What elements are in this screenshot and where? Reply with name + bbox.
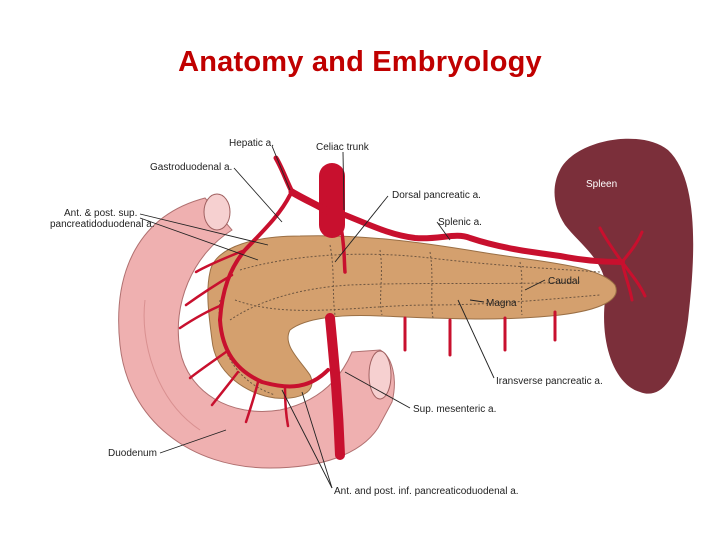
- label-dorsal-pancreatic: Dorsal pancreatic a.: [392, 190, 481, 201]
- label-sup-mesenteric: Sup. mesenteric a.: [413, 404, 496, 415]
- label-ant-post-inf: Ant. and post. inf. pancreaticoduodenal …: [334, 486, 519, 497]
- splenic-branch-upper-2: [620, 230, 644, 264]
- splenic-artery: [342, 212, 625, 265]
- arcade-branch-3: [244, 380, 260, 424]
- label-ant-post-sup-line2: pancreatidoduodenal a.: [50, 219, 155, 230]
- pancreatic-vessel-outline-2: [234, 294, 601, 311]
- duodenum-opening-right: [368, 350, 392, 400]
- celiac-trunk: [288, 188, 336, 218]
- label-spleen: Spleen: [586, 179, 617, 190]
- label-transverse-pancreatic: Iransverse pancreatic a.: [496, 376, 603, 387]
- gastroduodenal-branch-1: [194, 248, 247, 274]
- label-splenic: Splenic a.: [438, 217, 482, 228]
- label-hepatic: Hepatic a.: [229, 138, 274, 149]
- pancreatic-vessel-vertical-1: [329, 244, 336, 316]
- gastroduodenal-branch-3: [178, 303, 224, 330]
- duodenum-opening-top: [203, 193, 231, 231]
- pancreatic-vessel-outline-1: [239, 253, 601, 273]
- pancreatic-vessel-vertical-2: [379, 249, 383, 316]
- pancreatic-duct: [229, 281, 581, 321]
- label-celiac-trunk: Celiac trunk: [316, 142, 370, 153]
- pancreas-shape: [207, 235, 617, 399]
- leader-lines: [139, 145, 546, 489]
- arterial-tree: [178, 155, 647, 460]
- label-caudal: Caudal: [548, 276, 580, 287]
- pancreatic-vessel-vertical-3: [429, 251, 434, 319]
- dorsal-pancreatic-artery: [338, 220, 347, 274]
- duodenum-fold: [143, 299, 201, 431]
- splenic-branch-lower: [620, 260, 647, 298]
- pancreatic-vessel-vertical-4: [519, 261, 523, 316]
- label-gastroduodenal: Gastroduodenal a.: [150, 162, 232, 173]
- label-ant-post-sup-line1: Ant. & post. sup.: [64, 208, 137, 219]
- pancreaticoduodenal-arcade: [218, 318, 330, 389]
- splenic-branch-upper: [598, 226, 624, 264]
- label-magna: Magna: [486, 298, 517, 309]
- label-duodenum: Duodenum: [108, 448, 157, 459]
- slide-title: Anatomy and Embryology: [178, 46, 542, 78]
- arcade-branch-2: [210, 370, 240, 407]
- superior-mesenteric-artery: [325, 313, 345, 460]
- gastroduodenal-branch-2: [184, 273, 234, 307]
- splenic-branch-lower-2: [620, 260, 634, 302]
- duodenum-shape: [118, 197, 395, 469]
- arcade-branch-1: [188, 350, 228, 380]
- arcade-branch-4: [283, 386, 290, 428]
